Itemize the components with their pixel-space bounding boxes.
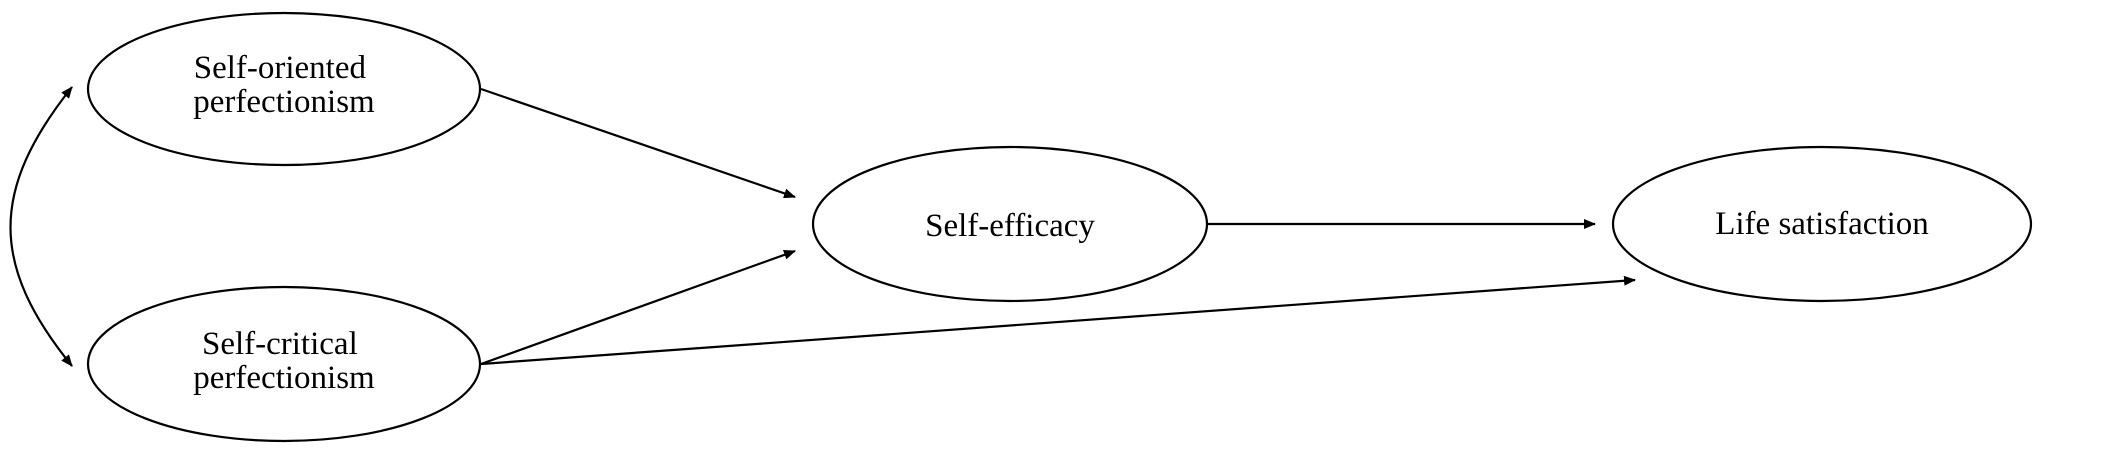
node-label-line2: perfectionism bbox=[193, 360, 375, 396]
node-label: Self-efficacy bbox=[925, 208, 1095, 244]
node-life-satisfaction: Life satisfaction bbox=[1611, 145, 2033, 303]
node-ellipse bbox=[86, 11, 482, 167]
node-label: Self-oriented perfectionism bbox=[193, 50, 375, 120]
edge-self-critical-to-life-satisfaction bbox=[480, 275, 1636, 366]
node-self-efficacy: Self-efficacy bbox=[811, 145, 1209, 303]
node-ellipse bbox=[1611, 145, 2033, 303]
covariance-arrow-self-oriented-self-critical bbox=[9, 86, 73, 367]
edges bbox=[9, 86, 1636, 367]
node-label: Self-critical perfectionism bbox=[193, 326, 375, 396]
node-label: Life satisfaction bbox=[1715, 206, 1929, 242]
edge-self-critical-to-self-efficacy bbox=[480, 249, 796, 366]
node-ellipse bbox=[86, 285, 482, 443]
node-self-oriented-perfectionism: Self-oriented perfectionism bbox=[86, 11, 482, 167]
node-label-line1: Self-critical bbox=[202, 326, 358, 362]
node-label-line1: Self-oriented bbox=[194, 50, 367, 86]
edge-self-oriented-to-self-efficacy bbox=[480, 87, 796, 199]
node-self-critical-perfectionism: Self-critical perfectionism bbox=[86, 285, 482, 443]
node-label-line2: perfectionism bbox=[193, 84, 375, 120]
node-ellipse bbox=[811, 145, 1209, 303]
